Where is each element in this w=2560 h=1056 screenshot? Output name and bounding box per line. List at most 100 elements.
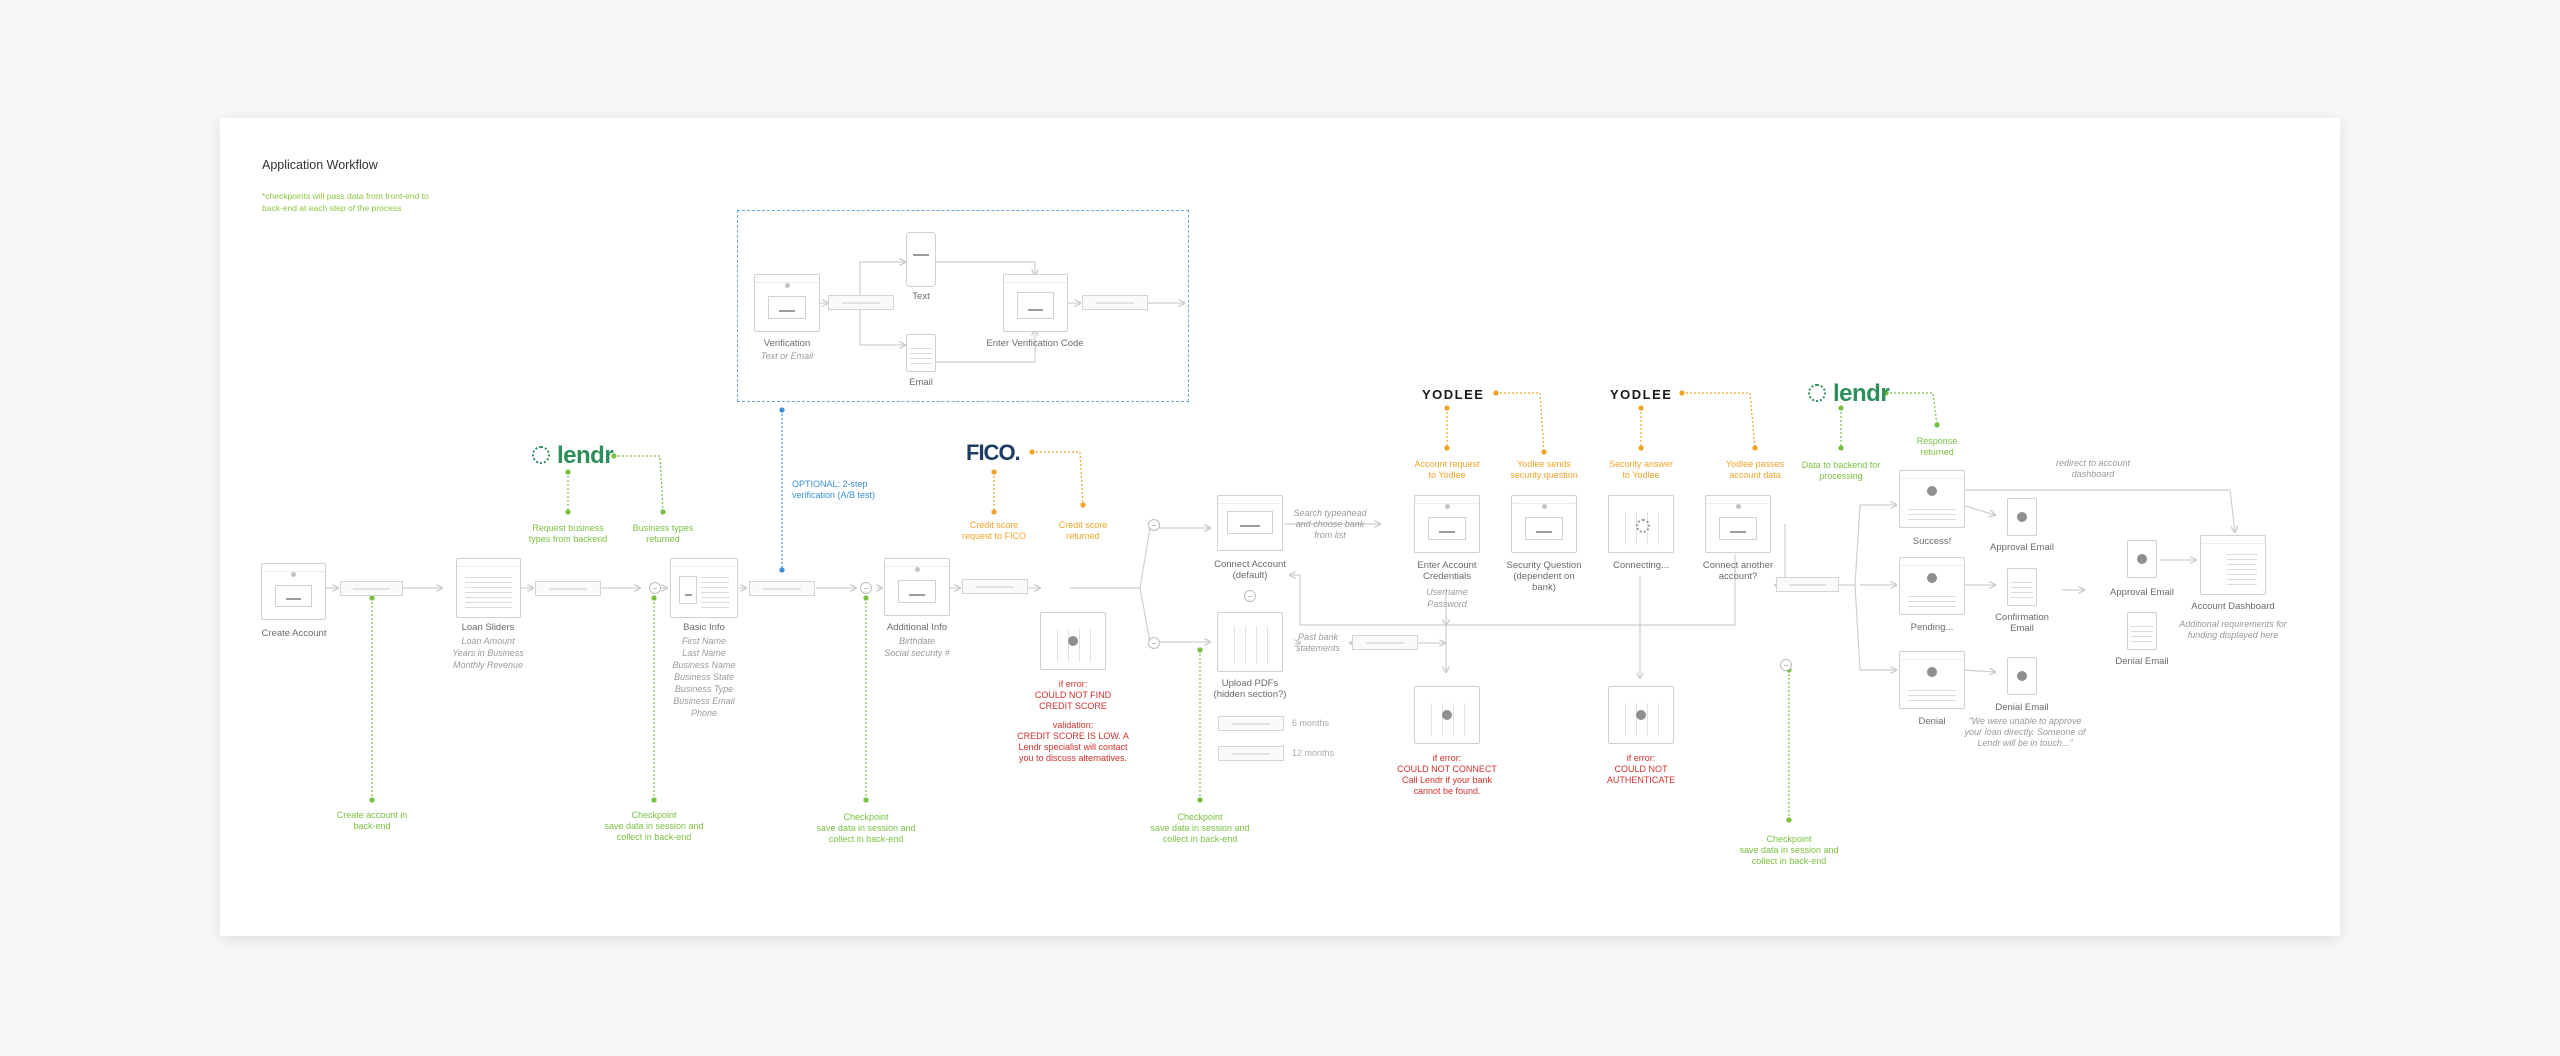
loan-sliders-label: Loan Sliders [461, 622, 515, 633]
approval-email-2-label: Approval Email [2110, 587, 2174, 598]
additional-info-screen[interactable] [884, 558, 950, 616]
branch-node [1148, 519, 1160, 531]
account-dashboard-label: Account Dashboard [2191, 601, 2275, 612]
denial-email-label: Denial Email [1995, 702, 2049, 713]
fico-error-screen [1040, 612, 1106, 670]
additional-info-field: Social security # [884, 648, 950, 658]
page-title: Application Workflow [262, 158, 378, 172]
verification-label: Verification [763, 338, 811, 349]
approval-email-2-screen [2127, 540, 2157, 578]
upload-continue-button[interactable] [1352, 635, 1418, 650]
six-months-label: 6 months [1292, 718, 1330, 728]
basic-info-field: Business State [673, 672, 735, 682]
success-label: Success! [1912, 536, 1952, 547]
create-account-screen[interactable] [261, 563, 326, 620]
basic-info-field: Last Name [682, 648, 726, 658]
credentials-field: Username [1426, 587, 1468, 597]
text-phone-screen[interactable] [906, 232, 936, 287]
connect-account-label: Connect Account(default) [1214, 559, 1286, 581]
basic-info-field: Business Email [673, 696, 735, 706]
email-label: Email [909, 377, 933, 388]
optional-verification-box [737, 210, 1189, 402]
denial-email-2-screen [2127, 612, 2157, 650]
twelve-months-button[interactable] [1218, 746, 1284, 761]
approval-email-screen [2007, 498, 2037, 536]
denial-label: Denial [1918, 716, 1946, 727]
loan-continue-button[interactable] [535, 581, 601, 596]
submit-button[interactable] [1776, 577, 1839, 592]
create-account-button[interactable] [340, 581, 403, 596]
twelve-months-label: 12 months [1292, 748, 1335, 758]
basic-info-field: Phone [690, 708, 718, 718]
fico-logo: FICO. [966, 440, 1021, 465]
loan-sliders-screen[interactable] [456, 558, 521, 618]
connecting-label: Connecting... [1613, 560, 1669, 571]
basic-info-continue-button[interactable] [749, 581, 815, 596]
basic-info-field: First Name [681, 636, 727, 646]
denial-email-2-label: Denial Email [2115, 656, 2169, 667]
connect-error-screen [1414, 686, 1480, 744]
verification-screen[interactable] [754, 274, 820, 332]
additional-info-continue-button[interactable] [962, 579, 1028, 594]
six-months-button[interactable] [1218, 716, 1284, 731]
basic-info-field: Business Name [672, 660, 736, 670]
auth-error-screen [1608, 686, 1674, 744]
lendr-logo: lendr [1808, 380, 1890, 408]
yodlee-logo: YODLEE [1422, 387, 1485, 402]
branch-node [1148, 637, 1160, 649]
checkpoint-note: *checkpoints will pass data from front-e… [262, 191, 429, 213]
verification-sub: Text or Email [760, 351, 814, 361]
pending-label: Pending... [1910, 622, 1954, 633]
basic-info-screen[interactable] [670, 558, 738, 618]
additional-info-label: Additional Info [886, 622, 948, 633]
pending-screen [1899, 557, 1965, 615]
checkpoint-node [649, 582, 661, 594]
or-node [1244, 590, 1256, 602]
basic-info-label: Basic Info [683, 622, 725, 633]
enter-code-screen[interactable] [1003, 274, 1068, 332]
security-question-screen[interactable] [1511, 495, 1577, 553]
email-screen[interactable] [906, 334, 936, 372]
loan-sliders-field: Monthly Revenue [452, 660, 524, 670]
enter-code-label: Enter Verification Code [986, 338, 1084, 349]
text-label: Text [912, 291, 930, 302]
enter-credentials-screen[interactable] [1414, 495, 1480, 553]
basic-info-field: Business Type [674, 684, 734, 694]
upload-pdfs-screen[interactable] [1217, 612, 1283, 672]
checkpoint-node [1780, 659, 1792, 671]
connect-account-screen[interactable] [1217, 495, 1283, 551]
loan-sliders-field: Years in Business [452, 648, 524, 658]
verification-choice-button[interactable] [828, 295, 894, 310]
upload-pdfs-label: Upload PDFs(hidden section?) [1213, 678, 1287, 700]
denial-email-screen [2007, 657, 2037, 695]
account-dashboard-screen[interactable] [2200, 535, 2266, 595]
lendr-logo: lendr [532, 442, 614, 470]
verify-continue-button[interactable] [1082, 295, 1148, 310]
connect-another-screen[interactable] [1705, 495, 1771, 553]
yodlee-logo: YODLEE [1610, 387, 1673, 402]
approval-email-label: Approval Email [1990, 542, 2054, 553]
